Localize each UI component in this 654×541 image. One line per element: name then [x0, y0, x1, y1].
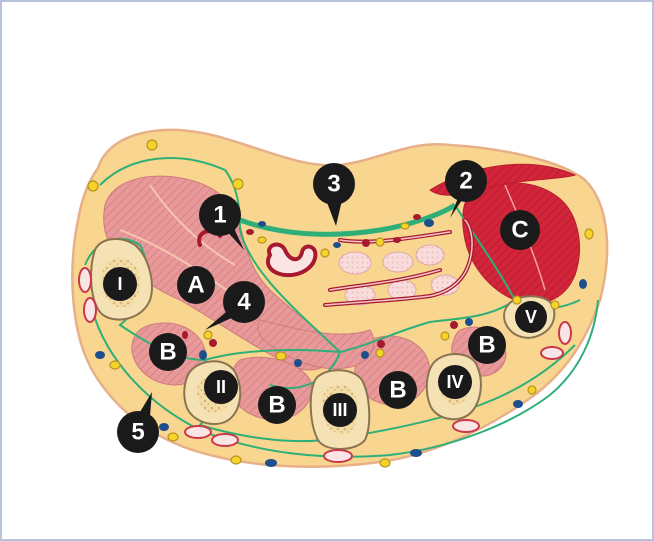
label-B-2: B — [258, 386, 296, 424]
label-metacarpal-III: III — [323, 393, 357, 427]
nerve-dots — [87, 139, 594, 468]
flexor-tendon — [382, 251, 414, 273]
callout-2-text: 2 — [459, 168, 472, 195]
vein-dots — [95, 219, 587, 467]
dorsal-veins — [78, 267, 572, 463]
callout-4-text: 4 — [237, 289, 251, 316]
label-III-text: III — [332, 400, 347, 420]
artery-dots — [182, 214, 458, 348]
label-I-text: I — [117, 274, 122, 294]
callout-3-text: 3 — [327, 171, 340, 198]
palmar-aponeurosis — [239, 202, 457, 237]
label-B-4: B — [468, 326, 506, 364]
deep-fascia — [99, 157, 342, 390]
label-IV-text: IV — [446, 372, 463, 392]
thenar-muscle-divider — [149, 184, 236, 266]
callout-1: 1 — [199, 194, 241, 236]
label-II-text: II — [216, 377, 226, 397]
callout-2: 2 — [445, 160, 487, 202]
label-B-3: B — [379, 371, 417, 409]
callout-3: 3 — [313, 163, 355, 205]
flexor-pollicis-tendon — [265, 242, 318, 278]
flexor-tendon — [415, 244, 445, 266]
label-metacarpal-IV: IV — [438, 365, 472, 399]
label-B-3-text: B — [389, 377, 406, 404]
deep-fascia — [204, 299, 516, 361]
label-B-1: B — [149, 333, 187, 371]
label-B-4-text: B — [478, 332, 495, 359]
callout-1-text: 1 — [213, 202, 226, 229]
label-B-2-text: B — [268, 392, 285, 419]
label-C: C — [500, 210, 540, 250]
label-A-text: A — [187, 272, 204, 299]
callout-5: 5 — [117, 411, 159, 453]
label-B-1-text: B — [159, 339, 176, 366]
label-V-text: V — [525, 307, 537, 327]
flexor-tendon — [338, 251, 372, 275]
dorsal-fascia — [89, 299, 599, 458]
label-metacarpal-I: I — [103, 267, 137, 301]
callout-5-text: 5 — [131, 419, 144, 446]
label-metacarpal-V: V — [515, 301, 547, 333]
callout-4: 4 — [223, 281, 265, 323]
adductor-muscle — [257, 319, 375, 370]
label-metacarpal-II: II — [204, 370, 238, 404]
label-A: A — [177, 266, 215, 304]
palmar-arch-inner — [324, 219, 473, 306]
flexor-tendon — [430, 274, 460, 296]
label-C-text: C — [511, 217, 528, 244]
